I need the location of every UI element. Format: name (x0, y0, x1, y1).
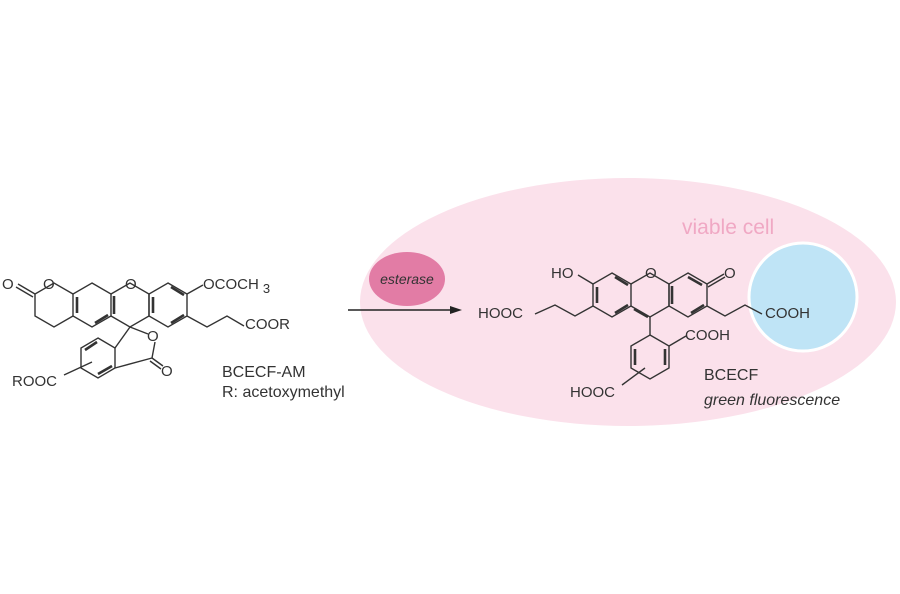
carboxyl-highlight-circle (747, 241, 859, 353)
esterase-label: esterase (380, 271, 434, 287)
atom-coor: COOR (245, 316, 290, 333)
atom-carbonyl-o: O (2, 276, 14, 293)
viable-cell-ellipse (360, 178, 896, 426)
bcecf-structure: HO O O HOOC COOH COOH HOOC (478, 265, 810, 401)
esterase-ellipse (369, 252, 445, 306)
atom-xanthene-o: O (645, 265, 657, 282)
atom-cooh-right: COOH (765, 305, 810, 322)
atom-spiro-o: O (147, 328, 159, 345)
atom-spiro-carbonyl-o: O (161, 363, 173, 380)
viable-cell-label: viable cell (682, 216, 774, 239)
atom-hooc-phenyl: HOOC (570, 384, 615, 401)
product-property: green fluorescence (704, 392, 840, 409)
reactant-name: BCECF-AM (222, 364, 306, 381)
atom-lactone-o: O (43, 276, 55, 293)
atom-ho: HO (551, 265, 574, 282)
atom-xanthene-o: O (125, 276, 137, 293)
reaction-arrow (348, 306, 462, 314)
atom-keto-o: O (724, 265, 736, 282)
atom-cooh-phenyl: COOH (685, 327, 730, 344)
product-name: BCECF (704, 367, 758, 384)
atom-hooc-left: HOOC (478, 305, 523, 322)
reactant-r-definition: R: acetoxymethyl (222, 384, 345, 401)
atom-rooc: ROOC (12, 373, 57, 390)
